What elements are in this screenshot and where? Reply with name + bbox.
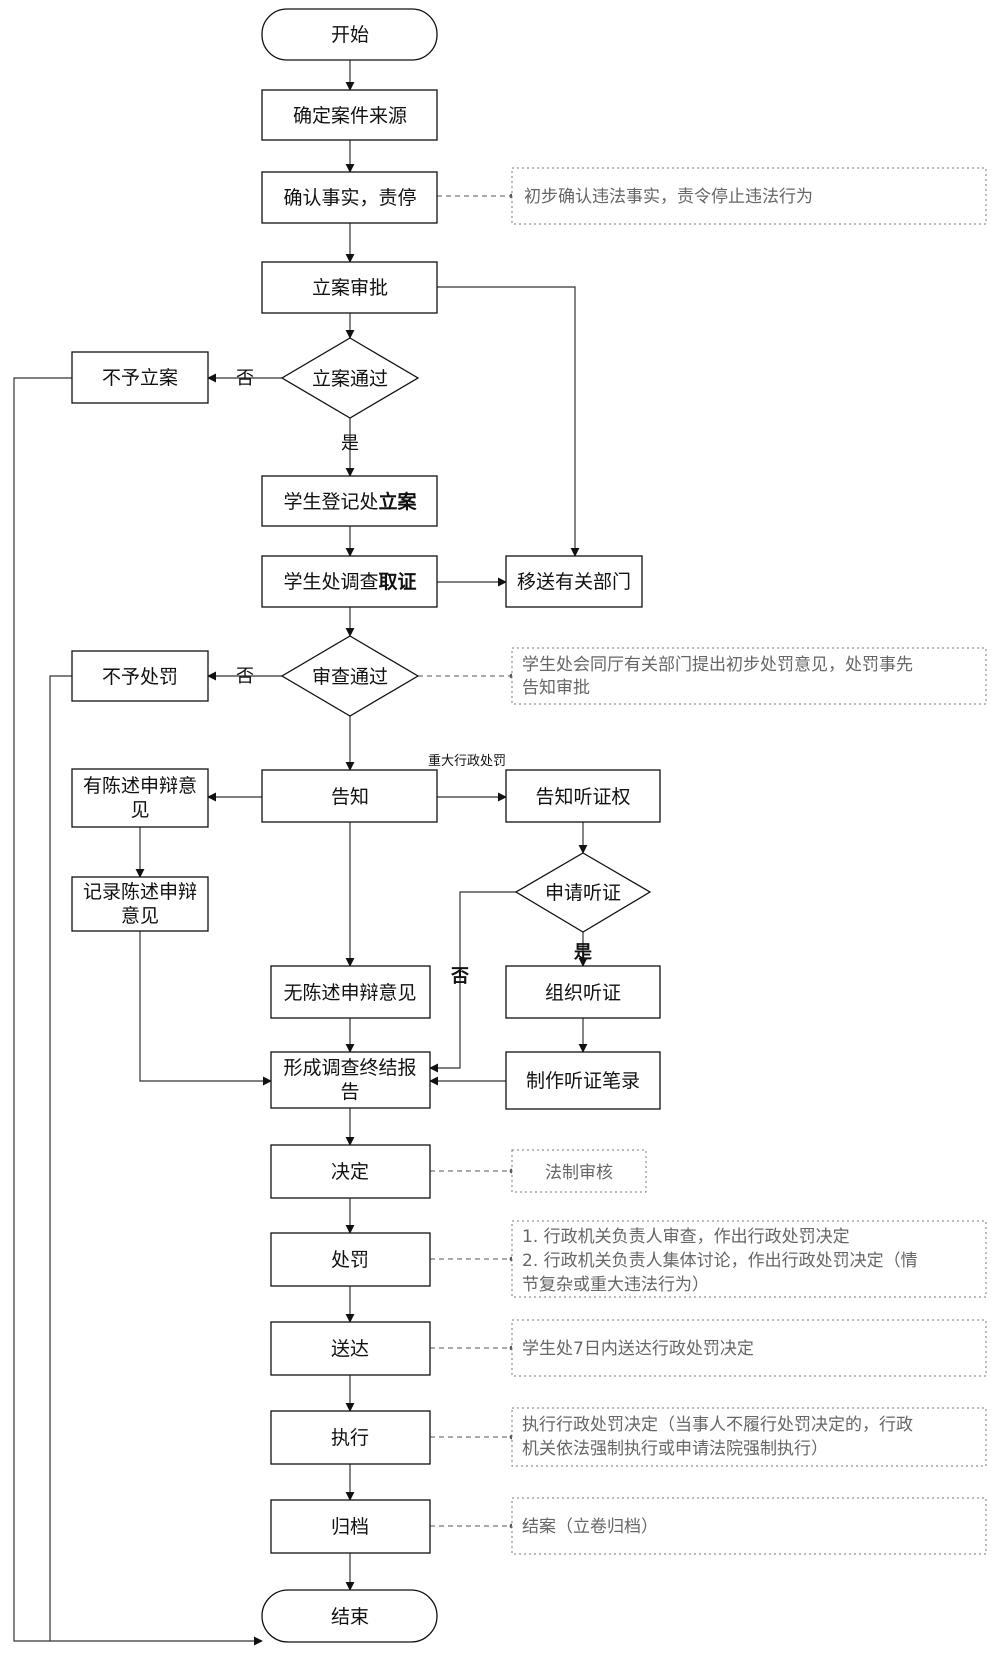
decision-filing-passed-label: 立案通过	[312, 368, 388, 390]
decision-review-passed: 审查通过	[280, 635, 420, 717]
node-decision-label: 决定	[331, 1161, 369, 1183]
label-no-review: 否	[236, 666, 254, 687]
node-no-statement-label: 无陈述申辩意见	[283, 982, 416, 1004]
decision-apply-hearing-label: 申请听证	[545, 882, 621, 904]
decision-filing-passed: 立案通过	[280, 337, 420, 419]
node-notify-label: 告知	[331, 786, 369, 808]
note-decision-text: 法制审核	[545, 1163, 613, 1183]
decision-review-passed-label: 审查通过	[312, 666, 388, 688]
node-start-label: 开始	[331, 24, 369, 46]
node-notify: 告知	[261, 769, 438, 823]
label-no-hearing: 否	[450, 966, 469, 987]
node-notify-hearing-right: 告知听证权	[505, 769, 661, 823]
node-record-statement: 记录陈述申辩意见	[71, 876, 209, 932]
note-archive: 结案（立卷归档）	[511, 1497, 987, 1555]
node-decision: 决定	[270, 1144, 431, 1199]
notes: 初步确认违法事实，责令停止违法行为 学生处会同厅有关部门提出初步处罚意见，处罚事…	[511, 167, 987, 1555]
node-confirm-facts-label: 确认事实，责停	[283, 187, 416, 209]
node-no-penalty: 不予处罚	[71, 650, 209, 702]
label-yes-filing: 是	[341, 433, 359, 454]
node-confirm-source-label: 确定案件来源	[293, 105, 407, 127]
node-filing-approval-label: 立案审批	[312, 277, 388, 299]
node-has-statement: 有陈述申辩意见	[71, 768, 209, 828]
label-major-penalty: 重大行政处罚	[428, 753, 506, 769]
node-not-filed-label: 不予立案	[102, 367, 178, 389]
node-confirm-facts: 确认事实，责停	[261, 171, 438, 224]
node-register: 学生登记处立案	[261, 475, 438, 527]
edge-record-report	[139, 931, 272, 1086]
node-no-penalty-label: 不予处罚	[102, 666, 178, 688]
node-end-label: 结束	[331, 1606, 369, 1628]
node-execution: 执行	[270, 1410, 431, 1465]
note-review-text: 学生处会同厅有关部门提出初步处罚意见，处罚事先告知审批	[522, 655, 913, 698]
node-archive-label: 归档	[331, 1516, 369, 1538]
node-notify-hearing-right-label: 告知听证权	[535, 786, 630, 808]
node-transfer: 移送有关部门	[505, 555, 643, 608]
edge-nopenalty-end	[49, 675, 72, 1641]
node-organize-hearing: 组织听证	[505, 965, 661, 1019]
decision-apply-hearing: 申请听证	[514, 852, 652, 933]
note-delivery-text: 学生处7日内送达行政处罚决定	[522, 1339, 754, 1359]
note-review: 学生处会同厅有关部门提出初步处罚意见，处罚事先告知审批	[511, 647, 987, 705]
note-execution-text: 执行行政处罚决定（当事人不履行处罚决定的，行政机关依法强制执行或申请法院强制执行…	[522, 1415, 913, 1459]
node-hearing-record-label: 制作听证笔录	[526, 1070, 640, 1092]
node-transfer-label: 移送有关部门	[517, 571, 631, 593]
nodes: 开始 确定案件来源 确认事实，责停 立案审批 立案通过 不予立案 学生登记处立案	[71, 8, 661, 1643]
edge-notfiled-end	[13, 377, 263, 1646]
node-hearing-record: 制作听证笔录	[505, 1051, 661, 1110]
note-delivery: 学生处7日内送达行政处罚决定	[511, 1319, 987, 1377]
node-organize-hearing-label: 组织听证	[545, 982, 621, 1004]
node-penalty-label: 处罚	[331, 1249, 369, 1271]
node-execution-label: 执行	[331, 1427, 369, 1449]
note-decision: 法制审核	[511, 1149, 647, 1193]
node-has-statement-label: 有陈述申辩意见	[83, 775, 197, 821]
node-no-statement: 无陈述申辩意见	[270, 965, 431, 1019]
node-record-statement-label: 记录陈述申辩意见	[83, 881, 197, 927]
node-report-label: 形成调查终结报告	[283, 1057, 416, 1103]
node-end: 结束	[261, 1589, 438, 1643]
node-start: 开始	[261, 8, 438, 61]
node-report: 形成调查终结报告	[270, 1051, 431, 1109]
node-delivery: 送达	[270, 1321, 431, 1376]
note-archive-text: 结案（立卷归档）	[522, 1517, 658, 1537]
node-delivery-label: 送达	[331, 1338, 369, 1360]
node-confirm-source: 确定案件来源	[261, 89, 438, 141]
edges	[13, 60, 588, 1646]
edge-labels: 否 是 否 重大行政处罚 是 否	[236, 368, 592, 987]
label-yes-hearing: 是	[573, 942, 592, 963]
node-not-filed: 不予立案	[71, 351, 209, 404]
edge-apply-report-no	[429, 891, 516, 1073]
node-penalty: 处罚	[270, 1232, 431, 1287]
label-no-filing: 否	[236, 368, 254, 389]
note-confirm-facts: 初步确认违法事实，责令停止违法行为	[511, 167, 987, 225]
node-filing-approval: 立案审批	[261, 261, 438, 314]
note-execution: 执行行政处罚决定（当事人不履行处罚决定的，行政机关依法强制执行或申请法院强制执行…	[511, 1407, 987, 1467]
note-confirm-facts-text: 初步确认违法事实，责令停止违法行为	[524, 187, 813, 207]
node-investigate-label: 学生处调查取证	[283, 571, 416, 593]
node-investigate: 学生处调查取证	[261, 555, 438, 608]
node-archive: 归档	[270, 1499, 431, 1554]
node-register-label: 学生登记处立案	[283, 490, 417, 513]
edge-approval-transfer	[437, 286, 580, 557]
